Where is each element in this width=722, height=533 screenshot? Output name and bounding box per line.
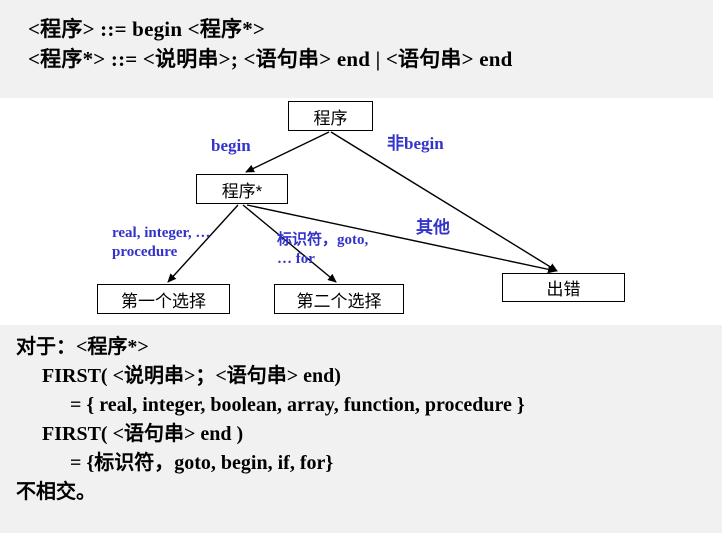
analysis-heading-cjk: 对于： — [16, 336, 76, 358]
edge-program-to-program-star — [245, 131, 330, 173]
edge-label-not-begin-cjk: 非 — [387, 134, 404, 153]
edge-label-not-begin: 非begin — [387, 134, 444, 153]
edge-label-not-begin-latin: begin — [404, 134, 444, 153]
edge-label-first-set: real, integer, … procedure — [112, 224, 210, 262]
analysis-line-2: FIRST( <说明串>；<语句串> end) — [42, 365, 341, 387]
grammar-panel-background — [0, 0, 713, 98]
node-first-choice: 第一个选择 — [97, 284, 230, 314]
edge-label-other: 其他 — [416, 218, 450, 237]
edge-label-second-set-line-1: 标识符，goto, — [277, 230, 368, 250]
analysis-block: 对于：<程序*> FIRST( <说明串>；<语句串> end) = { rea… — [0, 325, 722, 533]
grammar-line-1: <程序> ::= begin <程序*> — [28, 17, 266, 41]
edge-label-second-set: 标识符，goto, … for — [277, 230, 368, 269]
analysis-line-3: = { real, integer, boolean, array, funct… — [70, 394, 525, 416]
analysis-heading-rest: <程序*> — [76, 336, 149, 358]
edge-program-star-to-error — [246, 204, 557, 274]
node-second-choice: 第二个选择 — [274, 284, 404, 314]
edge-program-star-to-choice-1 — [167, 204, 239, 283]
diagram-edges — [167, 131, 558, 283]
edge-label-second-set-line-2: … for — [277, 251, 315, 267]
node-program-star: 程序* — [196, 174, 288, 204]
analysis-line-4: FIRST( <语句串> end ) — [42, 423, 244, 445]
grammar-line-2: <程序*> ::= <说明串>; <语句串> end | <语句串> end — [28, 47, 513, 71]
node-program: 程序 — [288, 101, 373, 131]
decision-tree-diagram: 程序 程序* 第一个选择 第二个选择 出错 begin 非begin real,… — [0, 98, 722, 325]
edge-program-star-to-choice-2 — [242, 204, 337, 283]
analysis-panel-background — [0, 325, 722, 533]
analysis-line-5: = {标识符，goto, begin, if, for} — [70, 452, 334, 474]
edge-label-second-set-latin: goto, — [337, 232, 369, 248]
analysis-conclusion: 不相交。 — [16, 481, 96, 503]
edge-label-first-set-line-1: real, integer, … — [112, 225, 211, 241]
analysis-heading: 对于：<程序*> — [10, 333, 722, 362]
edge-label-second-set-cjk: 标识符， — [277, 231, 338, 248]
edge-label-begin: begin — [211, 136, 251, 155]
edge-program-to-error — [330, 131, 558, 272]
edge-label-first-set-line-2: procedure — [112, 244, 178, 260]
grammar-block: <程序> ::= begin <程序*> <程序*> ::= <说明串>; <语… — [0, 0, 713, 98]
node-error: 出错 — [502, 273, 625, 302]
